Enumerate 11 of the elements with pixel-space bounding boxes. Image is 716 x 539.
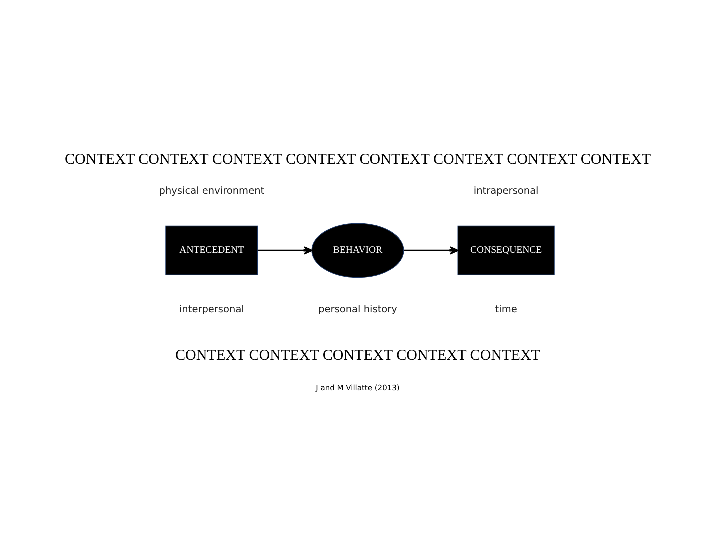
node-ellipse: BEHAVIOR	[312, 223, 404, 278]
node-box: ANTECEDENT	[166, 226, 258, 276]
label: intrapersonal	[474, 186, 539, 197]
label: interpersonal	[179, 304, 244, 316]
caption: J and M Villatte (2013)	[316, 384, 400, 393]
arrow	[404, 246, 459, 255]
node-box: CONSEQUENCE	[458, 226, 555, 276]
arrow	[258, 246, 313, 255]
label: time	[495, 304, 518, 316]
label: physical environment	[159, 186, 265, 197]
label: personal history	[318, 304, 398, 316]
